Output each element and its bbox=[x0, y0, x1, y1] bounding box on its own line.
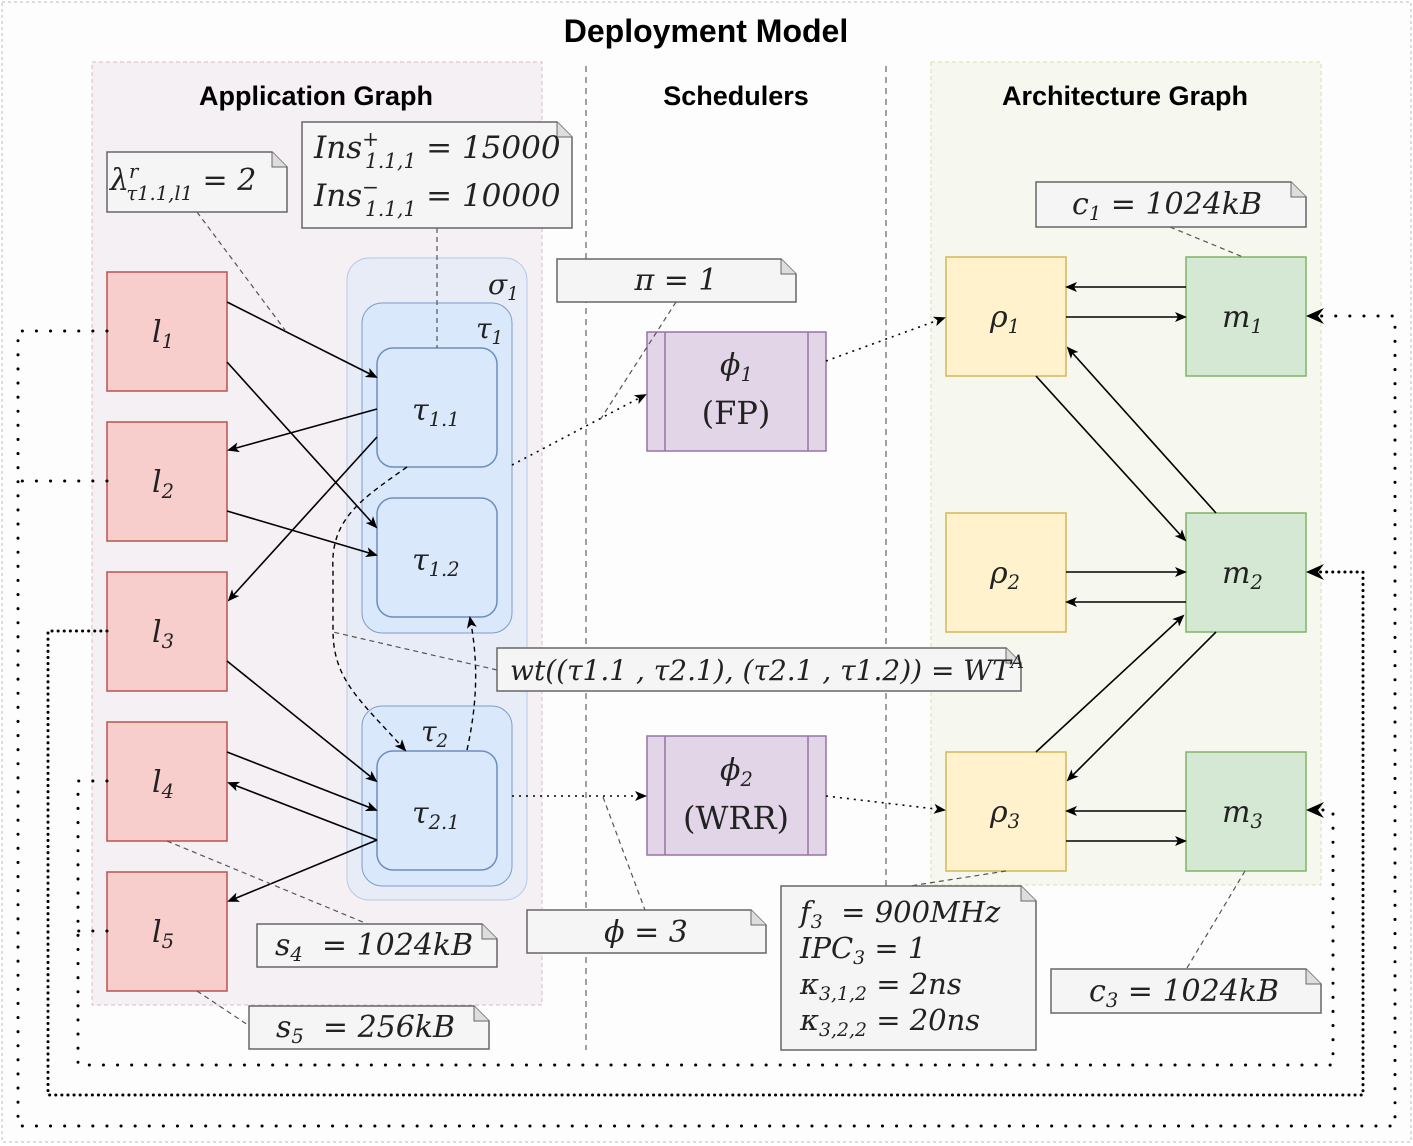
note-phi: ϕ = 3 bbox=[526, 909, 767, 954]
memory-m1[interactable]: m1 bbox=[1185, 256, 1307, 377]
svg-text:ρ3: ρ3 bbox=[989, 795, 1020, 833]
group-sigma1-label: σ1 bbox=[488, 268, 519, 305]
svg-text:s5 = 256kB: s5 = 256kB bbox=[276, 1010, 455, 1048]
svg-text:l3: l3 bbox=[152, 615, 174, 653]
label-l2[interactable]: l2 bbox=[106, 421, 228, 542]
label-l4[interactable]: l4 bbox=[106, 721, 228, 842]
memory-m2[interactable]: m2 bbox=[1185, 512, 1307, 633]
svg-text:f3 = 900MHz: f3 = 900MHz bbox=[798, 895, 1001, 933]
svg-text:m1: m1 bbox=[1222, 300, 1263, 338]
access-edges bbox=[226, 301, 378, 902]
note-instructions: Ins+1.1,1 = 15000 Ins−1.1,1 = 10000 bbox=[301, 121, 573, 229]
svg-text:ρ1: ρ1 bbox=[989, 300, 1020, 338]
svg-text:Ins+1.1,1 = 15000: Ins+1.1,1 = 15000 bbox=[313, 127, 561, 173]
svg-text:c1 = 1024kB: c1 = 1024kB bbox=[1072, 187, 1262, 225]
note-processor3-params: f3 = 900MHz IPC3 = 1 κ3,1,2 = 2ns κ3,2,2… bbox=[780, 885, 1037, 1051]
mapping-edges bbox=[511, 316, 946, 814]
memory-m3[interactable]: m3 bbox=[1185, 751, 1307, 872]
note-c3: c3 = 1024kB bbox=[1050, 968, 1322, 1014]
edge-l3-t21 bbox=[226, 660, 378, 783]
note-wait-time: wt((τ1.1 , τ2.1), (τ2.1 , τ1.2)) = WTA bbox=[496, 647, 1024, 692]
runnable-t11[interactable]: τ1.1 bbox=[376, 347, 498, 468]
scheduler-phi1[interactable]: ϕ1 (FP) bbox=[646, 331, 827, 452]
route-arrowheads bbox=[1306, 308, 1324, 818]
note-s5: s5 = 256kB bbox=[248, 1005, 490, 1050]
svg-text:l4: l4 bbox=[152, 765, 174, 803]
svg-text:τ2.1: τ2.1 bbox=[412, 796, 460, 834]
svg-text:(WRR): (WRR) bbox=[683, 799, 789, 837]
svg-text:ϕ1: ϕ1 bbox=[720, 348, 753, 386]
label-l5[interactable]: l5 bbox=[106, 871, 228, 992]
svg-text:l1: l1 bbox=[152, 315, 174, 353]
svg-text:l2: l2 bbox=[152, 465, 174, 503]
svg-text:κ3,2,2 = 20ns: κ3,2,2 = 20ns bbox=[799, 1003, 980, 1041]
processor-rho2[interactable]: ρ2 bbox=[945, 512, 1067, 633]
svg-text:τ1.1: τ1.1 bbox=[412, 393, 460, 431]
edge-t21-l5 bbox=[227, 839, 378, 902]
svg-text:ϕ = 3: ϕ = 3 bbox=[604, 915, 688, 950]
processor-rho3[interactable]: ρ3 bbox=[945, 751, 1067, 872]
wait-chain bbox=[332, 466, 477, 752]
edge-l1-t12 bbox=[226, 361, 378, 529]
note-connectors bbox=[166, 211, 1246, 1026]
section-title-architecture: Architecture Graph bbox=[1002, 81, 1248, 111]
label-memory-routes bbox=[16, 314, 1397, 1128]
svg-text:τ1.2: τ1.2 bbox=[412, 543, 460, 581]
svg-text:c3 = 1024kB: c3 = 1024kB bbox=[1089, 974, 1279, 1012]
edge-l2-t12 bbox=[226, 510, 378, 557]
edge-t21-l4 bbox=[227, 781, 378, 841]
svg-text:IPC3 = 1: IPC3 = 1 bbox=[799, 931, 926, 969]
svg-text:ϕ2: ϕ2 bbox=[720, 753, 753, 791]
edge-t21-t12-dashed bbox=[466, 616, 477, 751]
architecture-edges bbox=[1035, 282, 1217, 846]
edge-t11-l2 bbox=[227, 408, 378, 453]
scheduler-phi2[interactable]: ϕ2 (WRR) bbox=[646, 735, 827, 856]
svg-text:(FP): (FP) bbox=[702, 394, 771, 432]
label-l1[interactable]: l1 bbox=[106, 271, 228, 392]
diagram-title: Deployment Model bbox=[564, 13, 848, 49]
processor-rho1[interactable]: ρ1 bbox=[945, 256, 1067, 377]
svg-text:s4 = 1024kB: s4 = 1024kB bbox=[275, 928, 473, 966]
svg-text:ρ2: ρ2 bbox=[989, 556, 1020, 594]
section-title-application: Application Graph bbox=[199, 81, 433, 111]
group-tau2-label: τ2 bbox=[421, 715, 448, 752]
label-l3[interactable]: l3 bbox=[106, 571, 228, 692]
note-c1: c1 = 1024kB bbox=[1035, 181, 1307, 228]
svg-text:m3: m3 bbox=[1222, 795, 1263, 833]
group-tau1-label: τ1 bbox=[476, 312, 503, 349]
svg-text:Ins−1.1,1 = 10000: Ins−1.1,1 = 10000 bbox=[313, 175, 561, 221]
section-title-schedulers: Schedulers bbox=[663, 81, 809, 111]
edge-l4-t21 bbox=[226, 751, 378, 812]
note-s4: s4 = 1024kB bbox=[256, 923, 498, 968]
svg-text:π = 1: π = 1 bbox=[633, 263, 717, 298]
route-l3-m2 bbox=[46, 570, 1365, 1097]
svg-text:κ3,1,2 = 2ns: κ3,1,2 = 2ns bbox=[799, 967, 962, 1005]
svg-text:l5: l5 bbox=[152, 915, 174, 953]
edge-t11-l3 bbox=[227, 436, 378, 602]
svg-text:wt((τ1.1 , τ2.1), (τ2.1 , τ1.2: wt((τ1.1 , τ2.1), (τ2.1 , τ1.2)) = WTA bbox=[510, 652, 1024, 687]
note-pi: π = 1 bbox=[556, 258, 797, 303]
edge-l1-t11 bbox=[226, 301, 378, 378]
runnable-t12[interactable]: τ1.2 bbox=[376, 497, 498, 618]
runnable-t21[interactable]: τ2.1 bbox=[376, 750, 498, 871]
svg-text:m2: m2 bbox=[1222, 556, 1263, 594]
